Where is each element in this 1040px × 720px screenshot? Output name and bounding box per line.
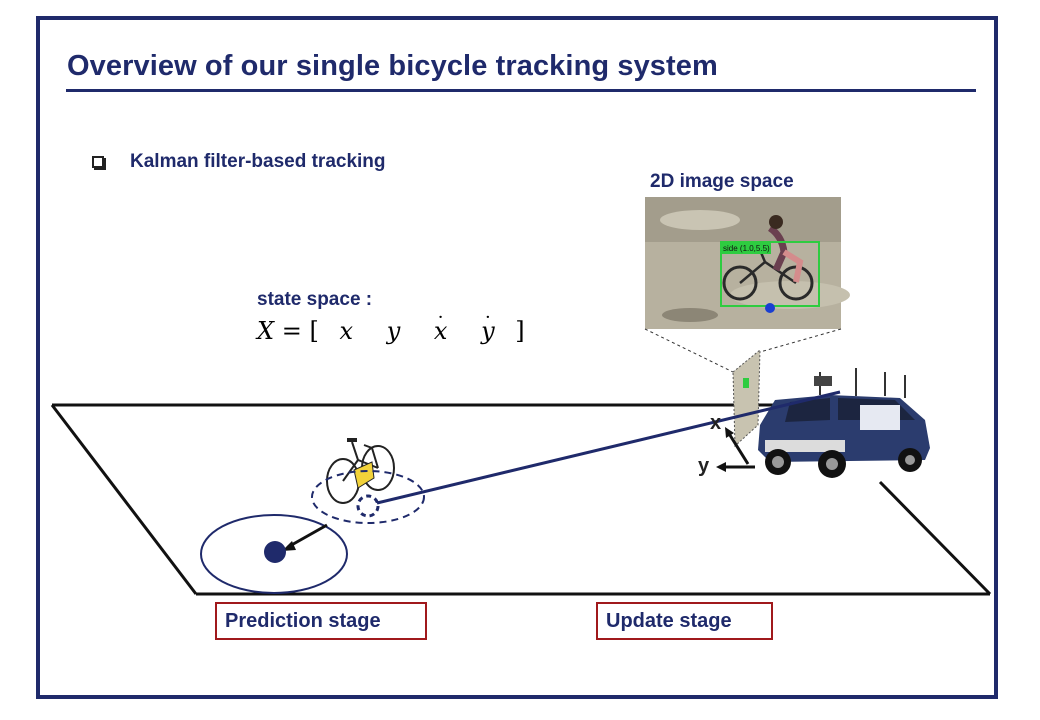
camera-axes: [716, 427, 755, 472]
update-stage-box: Update stage: [596, 602, 773, 640]
title-underline: [66, 89, 976, 92]
formula-lhs: X: [257, 317, 275, 345]
formula-equals: =: [281, 317, 302, 345]
formula-term-xdot: ·x: [433, 307, 448, 345]
formula-term-y: y: [386, 317, 401, 345]
checkbox-bullet-icon: [92, 156, 104, 168]
camera-image-panel: side (1.0,5.5): [645, 197, 850, 329]
formula-term-x: x: [339, 317, 354, 345]
prediction-stage-box: Prediction stage: [215, 602, 427, 640]
image-space-label: 2D image space: [650, 171, 794, 192]
image-plane: [732, 348, 761, 448]
vehicle-icon: [758, 368, 930, 478]
detection-label: side (1.0,5.5): [723, 244, 770, 253]
slide-title: Overview of our single bicycle tracking …: [67, 50, 718, 82]
ground-plane: [50, 403, 992, 596]
prediction-arrowhead-icon: [282, 541, 296, 551]
axis-y-label: y: [698, 455, 710, 477]
state-space-label: state space :: [257, 289, 373, 310]
formula-open-bracket: [: [309, 317, 319, 345]
bullet-item: Kalman filter-based tracking: [92, 151, 386, 173]
slide-frame: [36, 16, 998, 699]
axis-x-label: x: [710, 412, 722, 434]
measurement-line: [376, 390, 841, 505]
previous-state-ellipse: [311, 470, 425, 524]
state-vector-formula: X = [ x y ·x ·y ]: [257, 307, 525, 345]
prediction-arrow: [287, 523, 328, 549]
bicycle-icon: [326, 438, 395, 504]
previous-state-point: [356, 494, 380, 518]
formula-term-ydot: ·y: [481, 307, 495, 345]
bullet-text: Kalman filter-based tracking: [130, 151, 386, 172]
projection-lines: [644, 328, 842, 374]
formula-close-bracket: ]: [515, 317, 525, 345]
predicted-state-ellipse: [200, 514, 348, 594]
predicted-state-point: [264, 541, 286, 563]
